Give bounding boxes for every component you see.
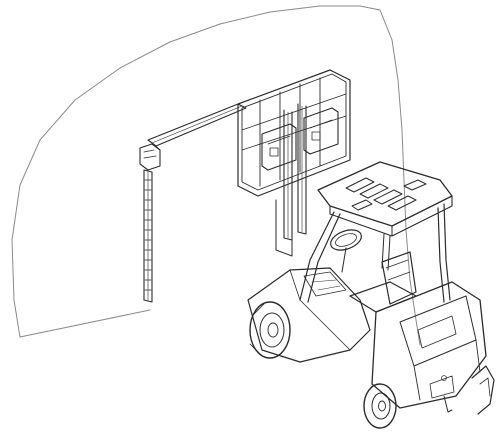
- mast: [275, 103, 307, 257]
- rear-wheel: [363, 383, 397, 429]
- backdrop-base-line: [19, 309, 151, 338]
- steering-wheel: [330, 229, 362, 273]
- roof-slots: [345, 177, 427, 211]
- top-beam: [147, 103, 247, 151]
- tail-detail: [443, 395, 453, 413]
- overhead-guard: [299, 161, 453, 303]
- front-wheel: [249, 301, 291, 359]
- fork-carriage: [261, 107, 339, 171]
- counterweight: [371, 281, 487, 409]
- load-backrest: [237, 69, 351, 197]
- backdrop-outline: [11, 5, 421, 346]
- chassis: [247, 267, 371, 363]
- rail-ticks: [144, 179, 152, 291]
- rear-right-wheel: [471, 365, 495, 415]
- vertical-rail: [139, 143, 161, 303]
